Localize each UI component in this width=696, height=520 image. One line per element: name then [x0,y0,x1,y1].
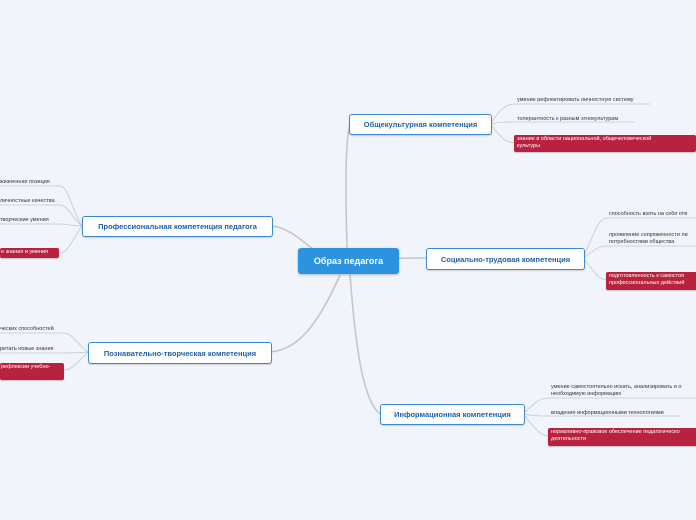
leaf-obshchekult-1-label: умение рефлектировать личностную систему [517,97,634,103]
leaf-inform-1[interactable]: умение самостоятельно искать, анализиров… [551,384,696,397]
leaf-prof-2[interactable]: личностные качества [0,198,60,205]
leaf-inform-2-label: владение информационными технологиями [551,410,664,416]
leaf-obshchekult-2-label: толерантность к разным этнокультурам [517,116,619,122]
leaf-poznav-1-label: ческих способностей [0,326,54,332]
branch-prof[interactable]: Профессиональная компетенция педагога [82,216,273,237]
leaf-poznav-1[interactable]: ческих способностей [0,326,64,333]
leaf-socialno-3-label: подготовленность к самостоя профессионал… [609,273,685,286]
leaf-prof-3-label: творческие умения [0,217,49,223]
leaf-inform-1-label: умение самостоятельно искать, анализиров… [551,384,682,397]
leaf-poznav-2[interactable]: ретать новые знания [0,346,64,353]
leaf-obshchekult-3[interactable]: знание в области национальной, общечелов… [514,135,696,152]
leaf-socialno-3[interactable]: подготовленность к самостоя профессионал… [606,272,696,290]
leaf-prof-1[interactable]: жизненная позиция [0,179,60,186]
leaf-poznav-3[interactable]: рефлексии учебно- [0,363,64,380]
leaf-obshchekult-1[interactable]: умение рефлектировать личностную систему [517,97,696,104]
leaf-poznav-2-label: ретать новые знания [0,346,54,352]
central-topic-label: Образ педагога [313,256,384,266]
leaf-prof-2-label: личностные качества [0,198,55,204]
leaf-inform-3[interactable]: нормативно-правовое обеспечение педагоги… [548,428,696,446]
leaf-socialno-2[interactable]: проявление сопряженности ли потребностям… [609,232,696,245]
branch-prof-label: Профессиональная компетенция педагога [98,222,257,231]
branch-poznav[interactable]: Познавательно-творческая компетенция [88,342,272,364]
branch-inform[interactable]: Информационная компетенция [380,404,525,425]
branch-socialno-label: Социально-трудовая компетенция [440,254,571,264]
leaf-poznav-3-label: рефлексии учебно- [1,364,51,370]
leaf-prof-1-label: жизненная позиция [0,179,50,185]
central-topic[interactable]: Образ педагога [298,248,399,274]
leaf-socialno-1[interactable]: способность взять на себя отв [609,211,696,218]
branch-obshchekult[interactable]: Общекультурная компетенция [349,114,492,135]
branch-poznav-label: Познавательно-творческая компетенция [103,348,257,358]
branch-inform-label: Информационная компетенция [394,410,511,419]
leaf-socialno-2-label: проявление сопряженности ли потребностям… [609,232,688,245]
branch-obshchekult-label: Общекультурная компетенция [363,120,478,129]
leaf-socialno-1-label: способность взять на себя отв [609,211,688,217]
branch-socialno[interactable]: Социально-трудовая компетенция [426,248,585,270]
leaf-inform-2[interactable]: владение информационными технологиями [551,410,696,417]
leaf-inform-3-label: нормативно-правовое обеспечение педагоги… [551,429,680,442]
leaf-obshchekult-2[interactable]: толерантность к разным этнокультурам [517,116,696,123]
leaf-prof-4[interactable]: е знания и умения [0,248,59,258]
leaf-prof-3[interactable]: творческие умения [0,217,60,224]
leaf-prof-4-label: е знания и умения [1,249,49,255]
leaf-obshchekult-3-label: знание в области национальной, общечелов… [517,136,652,149]
